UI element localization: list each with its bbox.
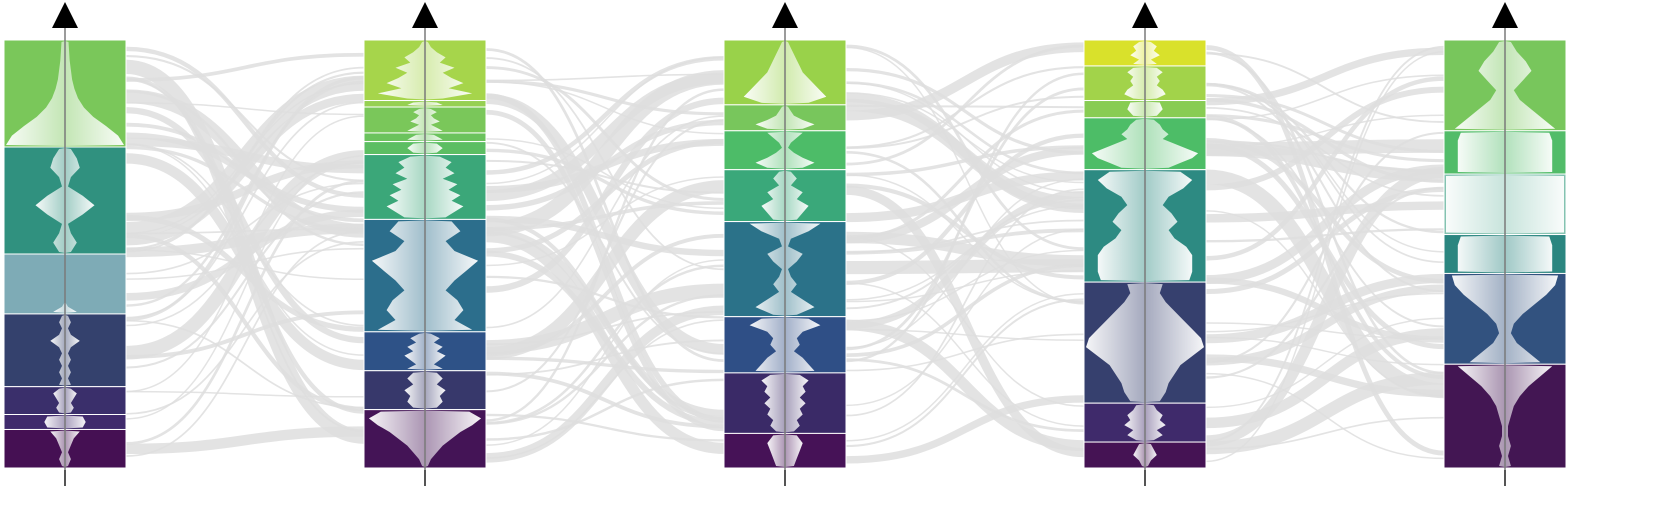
flow-ribbon (1205, 322, 1445, 340)
flow-ribbon (845, 236, 1085, 407)
flow-ribbon (845, 328, 1085, 341)
flow-ribbon (1205, 114, 1445, 148)
flow-ribbon (1205, 76, 1445, 261)
flow-ribbon (485, 356, 725, 374)
flow-ribbon (125, 179, 365, 445)
axis-3 (723, 2, 847, 486)
flow-ribbon (485, 109, 725, 432)
flow-ribbon (1205, 86, 1445, 191)
flow-ribbon (845, 133, 1085, 286)
flow-ribbon (485, 371, 725, 429)
flow-ribbon (845, 228, 1085, 255)
flow-ribbon (125, 46, 365, 198)
flow-ribbon (1205, 372, 1445, 460)
flow-ribbon (1205, 74, 1445, 121)
flow-ribbon (1205, 292, 1445, 333)
flow-ribbon (485, 339, 725, 376)
flow-ribbon (485, 73, 725, 82)
flow-ribbon (1205, 84, 1445, 293)
flow-ribbon (845, 46, 1085, 305)
flow-ribbon (125, 90, 365, 247)
flow-ribbon (125, 310, 365, 359)
flow-ribbon (1205, 45, 1445, 443)
category-axes (3, 2, 1567, 486)
flow-ribbon (125, 191, 365, 369)
axis-5 (1443, 2, 1567, 486)
flow-ribbon (845, 68, 1085, 155)
flow-ribbon (1205, 228, 1445, 243)
axis-arrow-icon (1132, 2, 1158, 28)
flow-ribbon (485, 70, 725, 237)
axis-4 (1083, 2, 1207, 486)
flow-ribbon (485, 378, 725, 441)
flow-ribbon (125, 102, 365, 116)
axis-arrow-icon (1492, 2, 1518, 28)
axis-arrow-icon (412, 2, 438, 28)
flow-ribbon (845, 395, 1085, 464)
flow-ribbon (845, 282, 1085, 427)
flow-ribbon (845, 298, 1085, 448)
flow-ribbon (125, 71, 365, 251)
flow-ribbon (1205, 51, 1445, 463)
flow-ribbon (1205, 354, 1445, 398)
axis-arrow-icon (772, 2, 798, 28)
flow-ribbon (1205, 94, 1445, 153)
flow-ribbon (1205, 317, 1445, 409)
flow-ribbon (125, 426, 365, 455)
flow-ribbon (1205, 169, 1445, 399)
flow-ribbon (125, 319, 365, 409)
flow-ribbon (485, 138, 725, 210)
flow-ribbon (125, 115, 365, 393)
flow-ribbon (845, 319, 1085, 452)
flow-ribbon (845, 358, 1085, 433)
flow-ribbon (1205, 107, 1445, 197)
flow-ribbon (1205, 164, 1445, 285)
flow-ribbon (1205, 187, 1445, 295)
flow-ribbon (845, 146, 1085, 244)
flow-ribbon (845, 44, 1085, 166)
flow-ribbon (485, 56, 725, 185)
flow-ribbon (845, 81, 1085, 175)
flow-ribbon (485, 48, 725, 363)
flow-ribbon (125, 52, 365, 82)
flow-ribbon (485, 66, 725, 201)
flow-ribbon (485, 413, 725, 442)
flow-ribbon (1205, 416, 1445, 450)
flow-ribbon (1205, 52, 1445, 123)
flow-ribbon (1205, 131, 1445, 364)
flow-ribbon (125, 390, 365, 398)
flow-ribbon (485, 97, 725, 293)
flow-ribbon (485, 72, 725, 202)
axis-1 (3, 2, 127, 486)
flow-ribbon (845, 72, 1085, 363)
flow-ribbon (485, 93, 725, 355)
flow-ribbon (485, 319, 725, 459)
flow-ribbon (485, 159, 725, 194)
flow-ribbon (125, 233, 365, 412)
flow-ribbon (845, 44, 1085, 251)
flow-ribbon (845, 95, 1085, 150)
flow-ribbon (485, 81, 725, 135)
axis-arrow-icon (52, 2, 78, 28)
flow-ribbon (845, 293, 1085, 442)
flow-ribbon (125, 80, 365, 307)
axis-2 (363, 2, 487, 486)
flow-ribbon (125, 137, 365, 174)
flow-ribbon (125, 54, 365, 182)
flow-ribbon (845, 191, 1085, 330)
flow-ribbon (485, 148, 725, 215)
flow-ribbons (125, 42, 1445, 464)
flow-ribbon (845, 178, 1085, 349)
flow-ribbon (125, 107, 365, 344)
flow-ribbon (845, 333, 1085, 372)
flow-ribbon (485, 283, 725, 355)
flow-ribbon (845, 259, 1085, 275)
